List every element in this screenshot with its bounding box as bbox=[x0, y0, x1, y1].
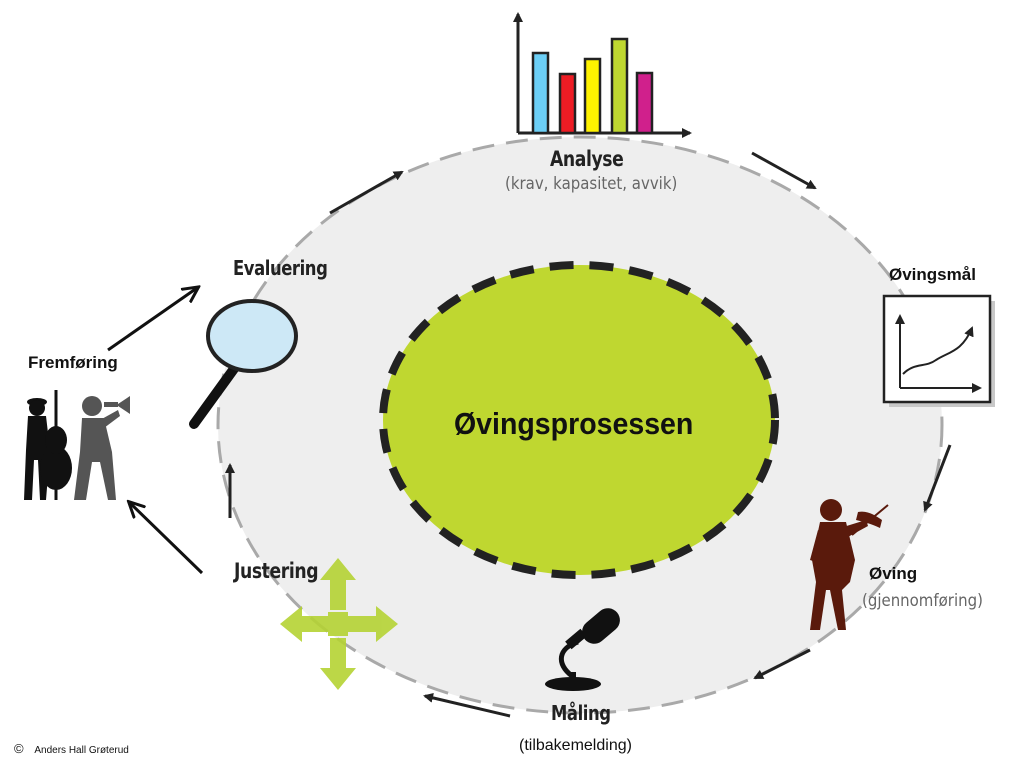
stage-label-justering: Justering bbox=[234, 559, 319, 583]
copyright-notice: © Anders Hall Grøterud bbox=[14, 741, 129, 756]
violinist-icon bbox=[810, 499, 889, 630]
arrow-justering-to-fremforing bbox=[130, 503, 204, 575]
stage-label-ovingsmal: Øvingsmål bbox=[889, 265, 976, 284]
center-title: Øvingsprosessen bbox=[454, 406, 694, 441]
cycle-arrow bbox=[423, 692, 511, 718]
bar-chart-icon bbox=[513, 12, 692, 138]
magnifying-glass-icon bbox=[189, 299, 298, 429]
stage-label-evaluering: Evaluering bbox=[233, 256, 328, 280]
stage-sub-oving: (gjennomføring) bbox=[862, 591, 983, 611]
cross-arrows-icon bbox=[280, 558, 398, 690]
cycle-arrows bbox=[225, 151, 952, 718]
copyright-symbol: © bbox=[14, 741, 24, 756]
cycle-arrow bbox=[751, 151, 817, 190]
stage-label-analyse: Analyse bbox=[550, 147, 624, 171]
copyright-author: Anders Hall Grøterud bbox=[34, 745, 129, 756]
stage-sub-maling: (tilbakemelding) bbox=[519, 737, 632, 754]
cycle-arrow bbox=[753, 648, 811, 680]
stage-label-maling: Måling bbox=[551, 701, 611, 725]
stage-label-fremforing: Fremføring bbox=[28, 353, 118, 372]
musicians-icon bbox=[24, 390, 130, 500]
center-process-ellipse bbox=[379, 261, 779, 579]
cycle-arrow bbox=[329, 170, 404, 215]
arrow-fremforing-to-evaluering bbox=[107, 288, 197, 352]
cycle-arrow bbox=[923, 444, 952, 512]
line-chart-icon bbox=[882, 294, 995, 407]
microphone-icon bbox=[545, 608, 620, 691]
stage-sub-analyse: (krav, kapasitet, avvik) bbox=[505, 174, 678, 194]
stage-label-oving: Øving bbox=[869, 564, 918, 583]
